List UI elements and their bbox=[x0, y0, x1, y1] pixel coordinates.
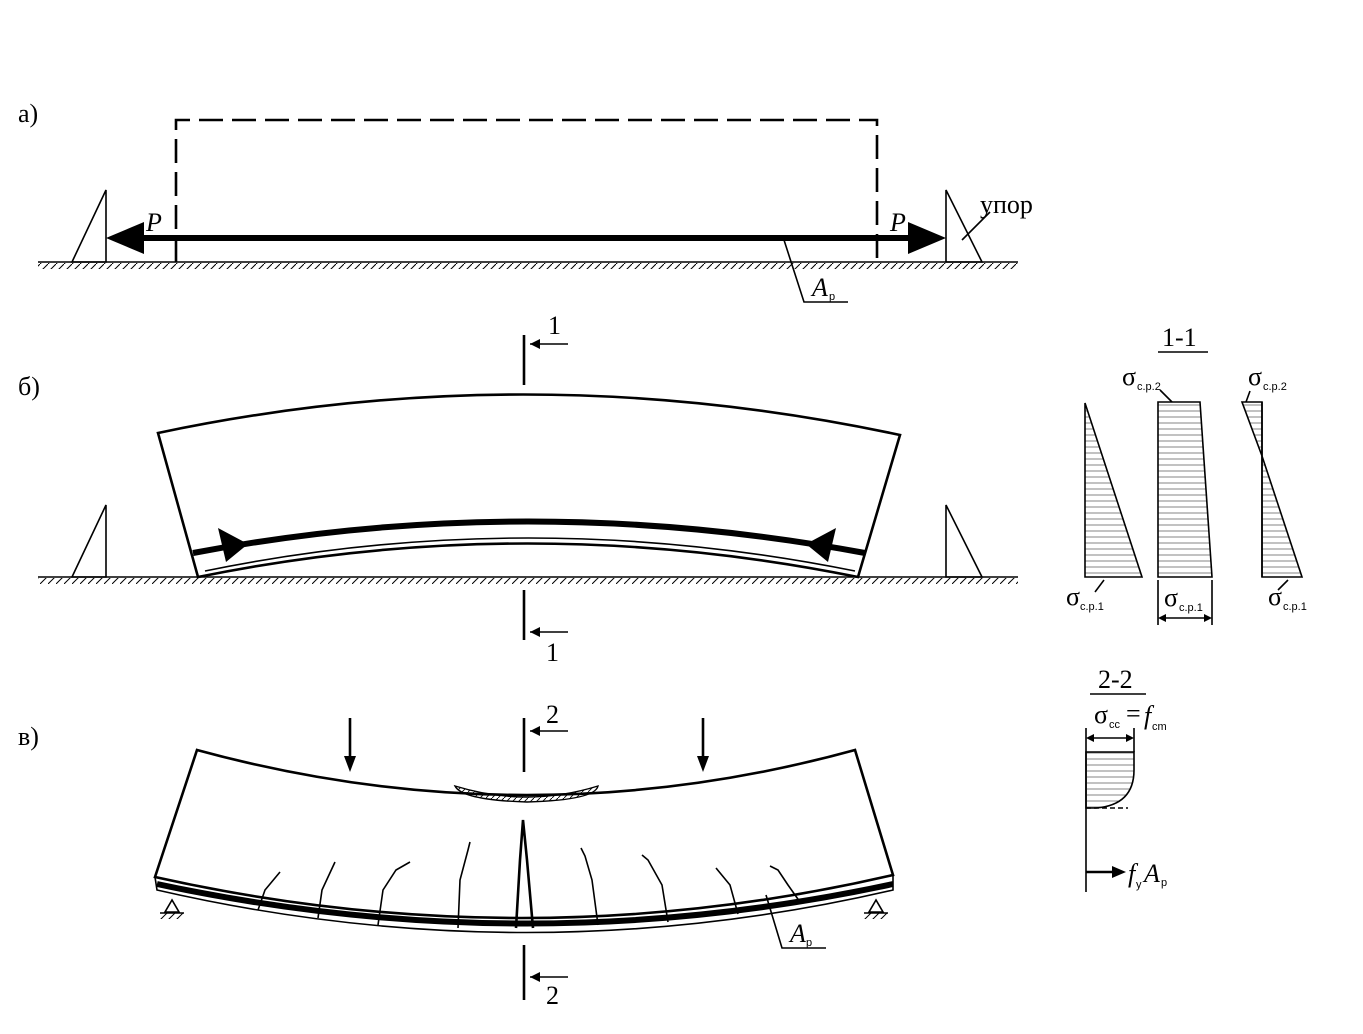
crack-8 bbox=[769, 865, 801, 903]
crack-4 bbox=[457, 841, 471, 929]
section-arrowhead-top-2 bbox=[530, 726, 540, 736]
central-crack bbox=[514, 819, 535, 929]
tendon-leader-a bbox=[783, 239, 848, 303]
load-arrowhead-right bbox=[697, 756, 709, 772]
section-2-2-title: 2-2 bbox=[1098, 665, 1133, 694]
section-label-bottom-2: 2 bbox=[546, 981, 559, 1010]
crack-3 bbox=[377, 861, 411, 926]
sigma-cp1-right-sub: c.p.1 bbox=[1283, 601, 1307, 613]
section-1-1-title: 1-1 bbox=[1162, 323, 1197, 352]
crack-5 bbox=[580, 847, 599, 926]
sigma-cp2-mid: σ bbox=[1122, 362, 1136, 391]
ap-sub: p bbox=[1161, 877, 1167, 889]
sigma-cp1-left: σ bbox=[1066, 582, 1080, 611]
left-support-hatch bbox=[160, 913, 184, 919]
cc-dim-arrow-right bbox=[1126, 734, 1134, 742]
force-arrow-left bbox=[106, 222, 144, 254]
section-arrowhead-bottom-2 bbox=[530, 972, 540, 982]
panel-b: б) 1 1 bbox=[18, 311, 1018, 667]
compression-stress-block bbox=[1085, 751, 1135, 809]
sigma-cc-sub: cc bbox=[1109, 719, 1121, 731]
ground-hatch-a bbox=[38, 263, 1018, 269]
load-arrowhead-left bbox=[344, 756, 356, 772]
left-abutment-a bbox=[70, 189, 107, 263]
section-2-2-diagram: 2-2 σ cc = f cm f y A p bbox=[1085, 665, 1167, 892]
sigma-cp1-right: σ bbox=[1268, 582, 1282, 611]
stop-leader bbox=[961, 211, 991, 241]
panel-c: в) 2 2 bbox=[18, 700, 895, 1010]
sigma-cp1-left-sub: c.p.1 bbox=[1080, 601, 1104, 613]
tendon-b bbox=[192, 518, 866, 556]
crack-6 bbox=[641, 854, 669, 923]
dim-arrowhead-left bbox=[1158, 614, 1166, 622]
beam-bottom-edge bbox=[154, 875, 894, 934]
compression-zone bbox=[453, 784, 599, 803]
anchor-arrow-right bbox=[806, 528, 836, 562]
tendon-label-c: A bbox=[788, 919, 806, 948]
f-cm-main: f bbox=[1144, 701, 1155, 730]
sigma-cp1-mid: σ bbox=[1164, 583, 1178, 612]
sigma-cp1-mid-sub: c.p.1 bbox=[1179, 602, 1203, 614]
sigma-cp1-right-leader bbox=[1277, 579, 1289, 591]
fy-main: f bbox=[1128, 859, 1139, 888]
crack-1 bbox=[257, 871, 281, 911]
panel-c-label: в) bbox=[18, 722, 39, 751]
crack-7 bbox=[715, 867, 739, 915]
f-cm-sub: cm bbox=[1152, 721, 1167, 733]
stress-diagram-cross-bottom bbox=[1261, 455, 1304, 578]
left-support bbox=[163, 898, 181, 913]
stress-diagram-trapezoid bbox=[1157, 401, 1213, 578]
section-label-top-1: 1 bbox=[548, 311, 561, 340]
tendon-force-arrowhead bbox=[1112, 866, 1126, 878]
ap-main: A bbox=[1142, 859, 1160, 888]
force-label-left: P bbox=[145, 208, 162, 237]
stop-label: упор bbox=[980, 190, 1033, 219]
right-abutment-a bbox=[945, 189, 984, 263]
tendon-c bbox=[156, 881, 894, 927]
panel-a-label: а) bbox=[18, 99, 38, 128]
formwork-outline bbox=[174, 118, 879, 262]
ground-hatch-b bbox=[38, 578, 1018, 584]
right-abutment-b bbox=[945, 504, 984, 578]
force-arrow-right bbox=[908, 222, 946, 254]
tendon-label-a: A bbox=[810, 273, 828, 302]
sigma-cp2-mid-leader bbox=[1159, 389, 1173, 403]
fy-sub: y bbox=[1136, 879, 1142, 891]
beam-inner-edge bbox=[204, 537, 856, 572]
cambered-beam bbox=[156, 393, 902, 579]
section-label-top-2: 2 bbox=[546, 700, 559, 729]
tendon-leader-c bbox=[765, 894, 826, 949]
section-1-1-diagrams: 1-1 σ c.p.1 σ c.p.2 σ c.p.1 σ c.p.2 σ c.… bbox=[1066, 323, 1307, 625]
sigma-cc: σ bbox=[1094, 700, 1108, 729]
panel-b-label: б) bbox=[18, 372, 40, 401]
dim-arrowhead-right bbox=[1204, 614, 1212, 622]
stress-diagram-triangle-left bbox=[1084, 402, 1144, 578]
cc-dim-arrow-left bbox=[1086, 734, 1094, 742]
sigma-cp2-right-sub: c.p.2 bbox=[1263, 381, 1287, 393]
right-support-hatch bbox=[864, 913, 888, 919]
sigma-cp2-right-leader bbox=[1245, 390, 1251, 403]
sigma-cp2-right: σ bbox=[1248, 362, 1262, 391]
crack-2 bbox=[317, 861, 336, 919]
stress-diagram-cross-top bbox=[1240, 401, 1263, 457]
equals-sign: = bbox=[1126, 699, 1141, 728]
tendon-sub-c: p bbox=[806, 937, 812, 949]
left-abutment-b bbox=[70, 504, 107, 578]
sigma-cp2-mid-sub: c.p.2 bbox=[1137, 381, 1161, 393]
panel-a: а) P P упор A p bbox=[18, 99, 1033, 303]
right-support bbox=[867, 898, 885, 913]
section-label-bottom-1: 1 bbox=[546, 638, 559, 667]
tendon-sub-a: p bbox=[829, 291, 835, 303]
section-arrowhead-bottom-1 bbox=[530, 627, 540, 637]
sigma-cp1-left-leader bbox=[1094, 579, 1105, 593]
anchor-arrow-left bbox=[218, 528, 248, 562]
force-label-right: P bbox=[889, 208, 906, 237]
section-arrowhead-top-1 bbox=[530, 339, 540, 349]
